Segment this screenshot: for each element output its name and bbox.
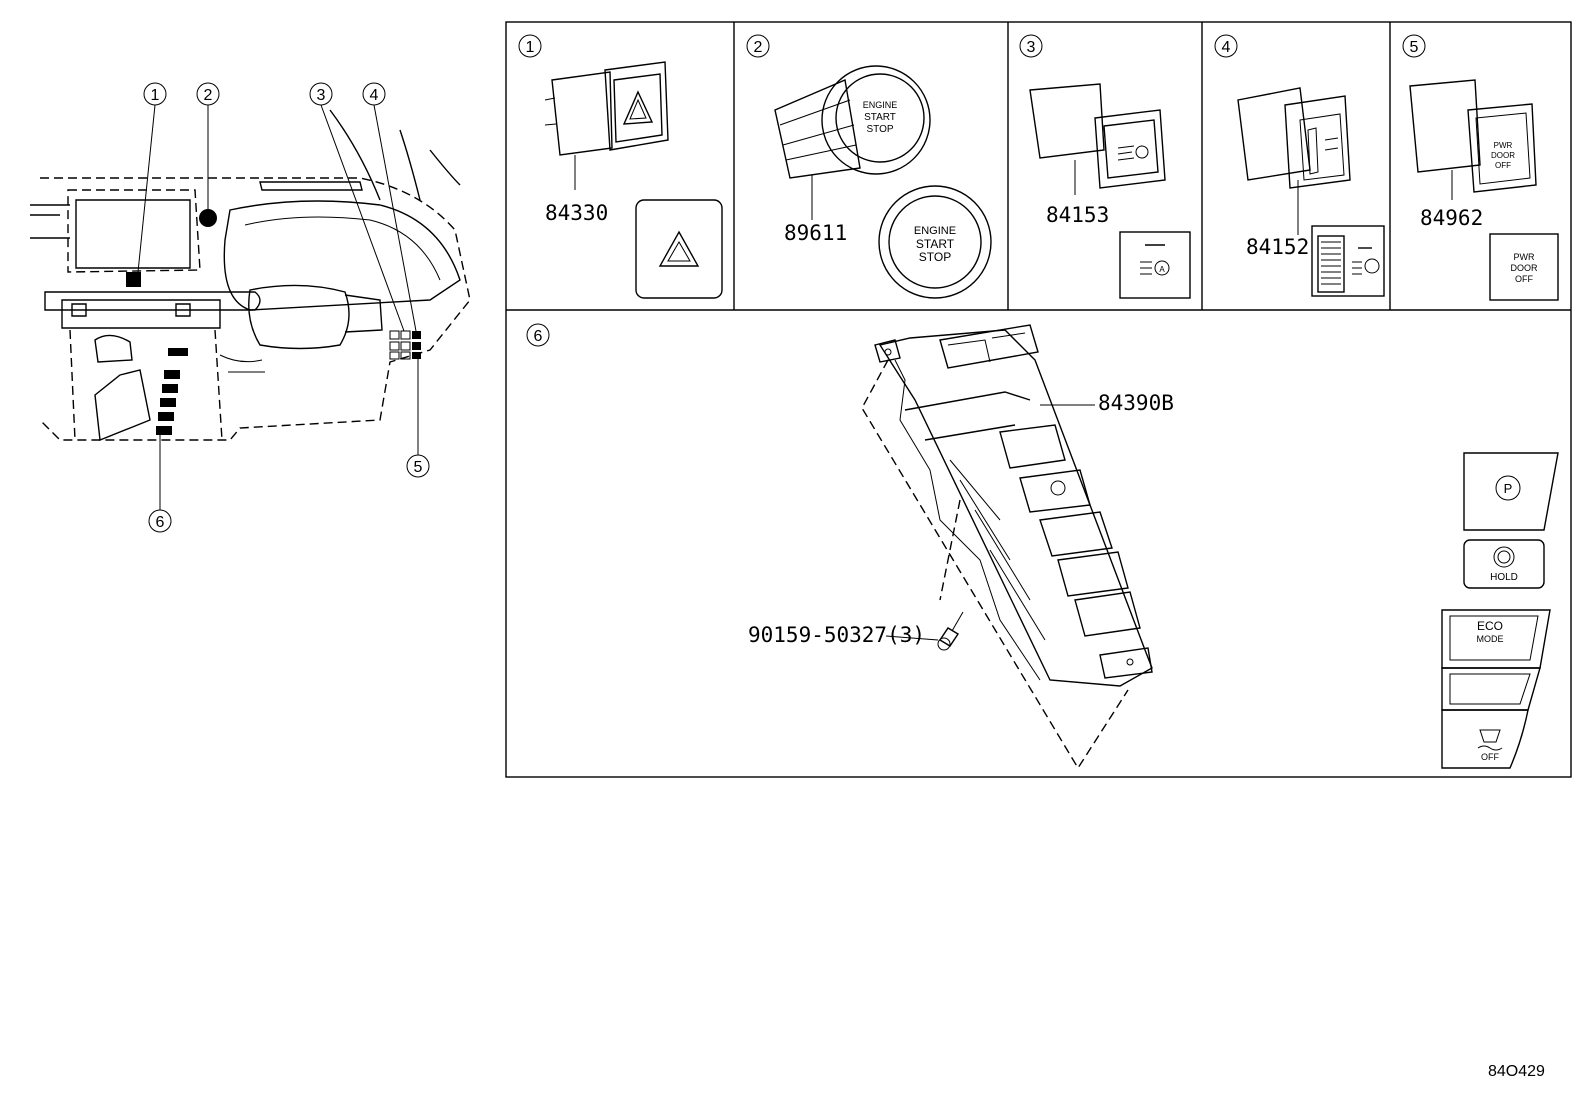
svg-text:2: 2 — [754, 39, 763, 56]
blank-switch-face — [1441, 667, 1541, 711]
svg-text:2: 2 — [204, 87, 213, 104]
svg-text:6: 6 — [534, 328, 543, 345]
svg-text:ENGINE: ENGINE — [914, 225, 956, 237]
eco-mode-switch-face: ECO MODE — [1441, 609, 1551, 669]
svg-text:5: 5 — [414, 459, 423, 476]
screw-part-number: 90159-50327(3) — [748, 623, 925, 647]
svg-text:6: 6 — [156, 514, 165, 531]
callout-5: 5 — [406, 454, 430, 478]
svg-text:OFF: OFF — [1481, 752, 1499, 762]
svg-text:ENGINE: ENGINE — [863, 100, 898, 110]
svg-text:OFF: OFF — [1515, 274, 1533, 284]
svg-text:HOLD: HOLD — [1490, 572, 1518, 583]
right-switch-cluster — [389, 330, 421, 360]
diagram-code: 84O429 — [1488, 1063, 1545, 1080]
parking-brake-switch-face: P — [1463, 452, 1559, 531]
callout-3: 3 — [309, 82, 333, 106]
svg-text:PWR: PWR — [1514, 252, 1535, 262]
traction-off-switch-face: OFF — [1441, 709, 1529, 769]
svg-text:1: 1 — [526, 39, 535, 56]
part-number-84962: 84962 — [1420, 206, 1483, 230]
panel-3-auto-high-beam-switch: 3 84153 A — [1019, 34, 1191, 299]
engine-start-location-dot — [199, 209, 217, 227]
svg-text:MODE: MODE — [1477, 634, 1504, 644]
callout-1: 1 — [143, 82, 167, 106]
callout-2: 2 — [196, 82, 220, 106]
svg-text:1: 1 — [151, 87, 160, 104]
center-switch-stack — [156, 348, 188, 435]
svg-text:START: START — [864, 112, 896, 123]
dashboard-overview: 1 2 3 4 5 6 — [30, 82, 471, 533]
parts-table — [505, 21, 1572, 778]
part-number-84152: 84152 — [1246, 235, 1309, 259]
svg-text:PWR: PWR — [1494, 141, 1513, 150]
svg-text:P: P — [1504, 481, 1513, 496]
screw — [937, 611, 964, 651]
svg-text:STOP: STOP — [919, 250, 951, 264]
svg-text:START: START — [916, 237, 955, 251]
callout-4: 4 — [362, 82, 386, 106]
hold-switch-face: HOLD — [1463, 539, 1545, 589]
svg-text:4: 4 — [1222, 39, 1231, 56]
svg-text:A: A — [1159, 265, 1165, 274]
part-number-84330: 84330 — [545, 201, 608, 225]
svg-text:DOOR: DOOR — [1491, 151, 1515, 160]
callout-6: 6 — [148, 509, 172, 533]
part-number-89611: 89611 — [784, 221, 847, 245]
panel-5-power-door-off-switch: 5 PWR DOOR OFF 84962 PWR DOOR OFF — [1402, 34, 1559, 301]
svg-text:ECO: ECO — [1477, 619, 1503, 633]
part-number-84390B: 84390B — [1098, 391, 1174, 415]
svg-text:5: 5 — [1410, 39, 1419, 56]
panel-2-engine-start-button: 2 ENGINE START STOP 89611 ENGINE START S… — [746, 34, 992, 299]
panel-4-headlight-leveling-switch: 4 84152 — [1214, 34, 1385, 297]
svg-text:3: 3 — [1027, 39, 1036, 56]
panel-6-center-switch-assembly: 6 84390B 90159-50327(3) — [526, 323, 1559, 770]
svg-text:DOOR: DOOR — [1511, 263, 1539, 273]
panel-1-hazard-switch: 1 84330 — [518, 34, 723, 299]
svg-text:3: 3 — [317, 87, 326, 104]
svg-text:STOP: STOP — [866, 124, 893, 135]
svg-text:OFF: OFF — [1495, 161, 1511, 170]
part-number-84153: 84153 — [1046, 203, 1109, 227]
svg-text:4: 4 — [370, 87, 379, 104]
